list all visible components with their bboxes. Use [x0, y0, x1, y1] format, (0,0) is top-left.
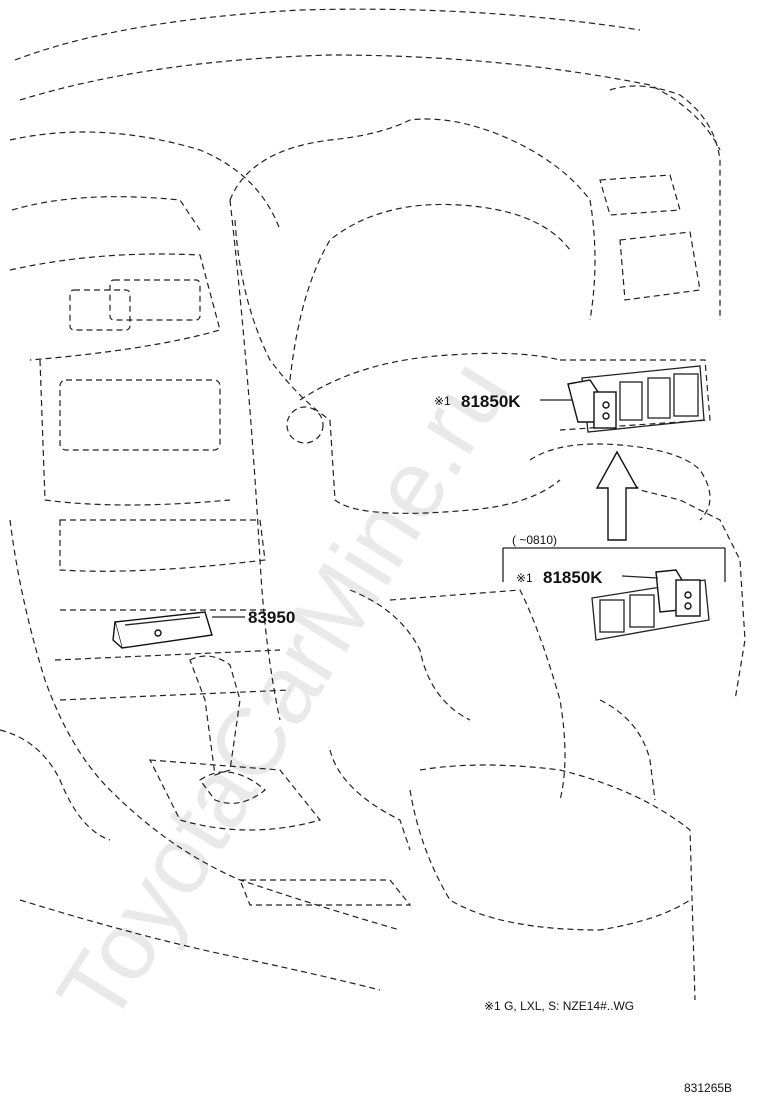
- label-81850k-lower-prefix: ※1: [516, 571, 533, 585]
- label-81850k-lower: 81850K: [543, 568, 603, 587]
- panel-outlines: [59, 279, 221, 451]
- variant-bracket: [502, 547, 726, 582]
- label-date-range: ( ~0810): [512, 533, 557, 547]
- part-83950-drawing: [112, 611, 213, 649]
- switch-panel-upper: [567, 365, 705, 433]
- label-81850k-upper: 81850K: [461, 392, 521, 411]
- up-arrow-icon: [595, 450, 639, 541]
- switch-panel-lower: [591, 569, 710, 641]
- footnote: ※1 G, LXL, S: NZE14#..WG: [484, 999, 634, 1013]
- watermark: ToyotaCarMine.ru: [37, 342, 529, 1041]
- leader-81850k-lower: [621, 575, 659, 579]
- label-83950: 83950: [248, 608, 295, 627]
- diagram-id: 831265B: [684, 1081, 732, 1095]
- dashboard-outline: [0, 8, 746, 1001]
- label-81850k-upper-prefix: ※1: [434, 394, 451, 408]
